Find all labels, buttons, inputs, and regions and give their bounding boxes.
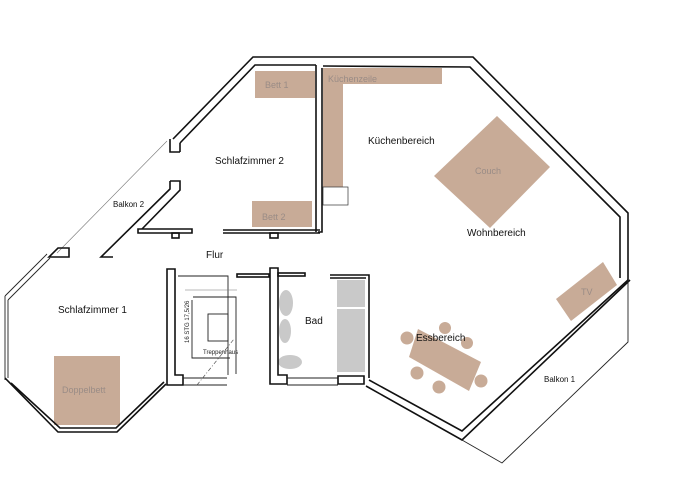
walls-layer [4, 56, 631, 464]
room-label-flur: Flur [206, 250, 224, 261]
room-label-balkon-1: Balkon 1 [544, 375, 576, 384]
toilet [279, 319, 291, 343]
furniture-label-couch: Couch [475, 166, 501, 176]
furniture-labels: Bett 1 Bett 2 Küchenzeile Couch TV Doppe… [62, 74, 593, 395]
bed-2 [252, 201, 312, 227]
bathtub [337, 309, 365, 372]
furniture-label-bett-2: Bett 2 [262, 212, 286, 222]
chair [432, 380, 446, 394]
chair [474, 374, 488, 388]
kitchen-counter [323, 68, 442, 187]
chair [400, 331, 414, 345]
stove-block [322, 186, 349, 206]
room-label-bad: Bad [305, 316, 323, 327]
room-labels: Schlafzimmer 2 Küchenbereich Wohnbereich… [58, 136, 576, 384]
room-label-wohnbereich: Wohnbereich [467, 228, 526, 239]
room-label-essbereich: Essbereich [416, 333, 465, 344]
furniture-label-kuechenzeile: Küchenzeile [328, 74, 377, 84]
tv-stand [556, 262, 617, 321]
dining-table [409, 329, 481, 391]
chair [410, 366, 424, 380]
double-bed [54, 356, 120, 425]
room-label-treppenhaus: Treppenhaus [203, 350, 238, 356]
couch [434, 116, 550, 228]
room-label-balkon-2: Balkon 2 [113, 200, 145, 209]
room-label-schlafzimmer-1: Schlafzimmer 1 [58, 305, 127, 316]
chair [439, 322, 451, 334]
shower [337, 280, 365, 307]
furniture-label-bett-1: Bett 1 [265, 80, 289, 90]
furniture-label-doppelbett: Doppelbett [62, 385, 106, 395]
furniture-label-tv: TV [581, 287, 593, 297]
staircase: 16 STG 17,5/26 Treppenhaus [178, 275, 238, 386]
furniture-layer [54, 68, 617, 425]
sink [279, 290, 293, 316]
stair-annotation: 16 STG 17,5/26 [185, 300, 191, 343]
room-label-kuechenbereich: Küchenbereich [368, 136, 435, 147]
chair [461, 337, 473, 349]
room-label-schlafzimmer-2: Schlafzimmer 2 [215, 156, 284, 167]
bed-1 [255, 71, 315, 98]
bidet [278, 355, 302, 369]
